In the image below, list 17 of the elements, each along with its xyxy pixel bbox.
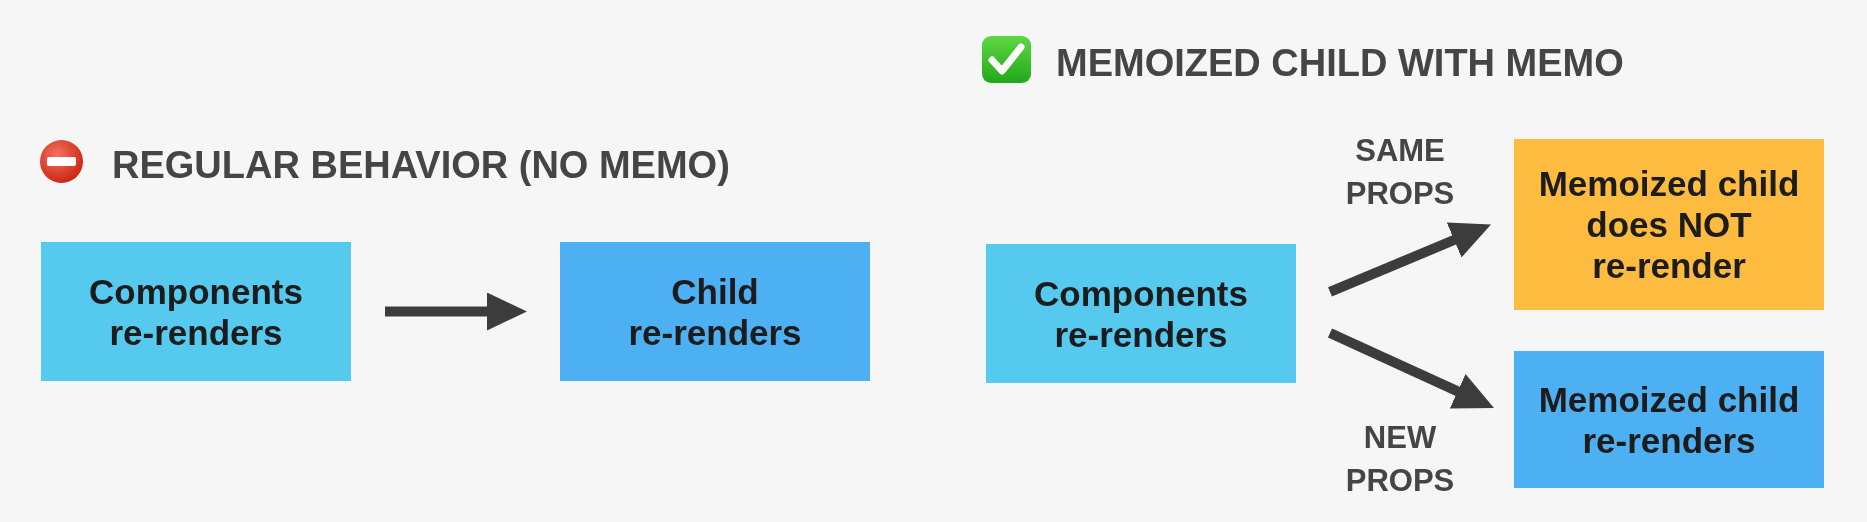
arrow — [1328, 222, 1491, 297]
box-label: Components re-renders — [1033, 272, 1249, 355]
box-label: Child re-renders — [627, 270, 803, 353]
process-box — [560, 242, 870, 381]
arrow — [385, 292, 527, 331]
arrow — [1327, 328, 1494, 409]
box-label: Memoized child re-renders — [1537, 378, 1801, 461]
process-box — [1514, 351, 1824, 488]
process-box — [986, 244, 1296, 383]
edge-label: NEW PROPS — [1344, 419, 1456, 500]
edge-label: SAME PROPS — [1344, 132, 1456, 213]
section-heading: REGULAR BEHAVIOR (NO MEMO) — [112, 143, 730, 187]
section-heading: MEMOIZED CHILD WITH MEMO — [1056, 41, 1624, 85]
box-label: Memoized child does NOT re-render — [1537, 163, 1801, 286]
box-label: Components re-renders — [88, 270, 304, 353]
process-box — [1514, 139, 1824, 310]
process-box — [41, 242, 351, 381]
